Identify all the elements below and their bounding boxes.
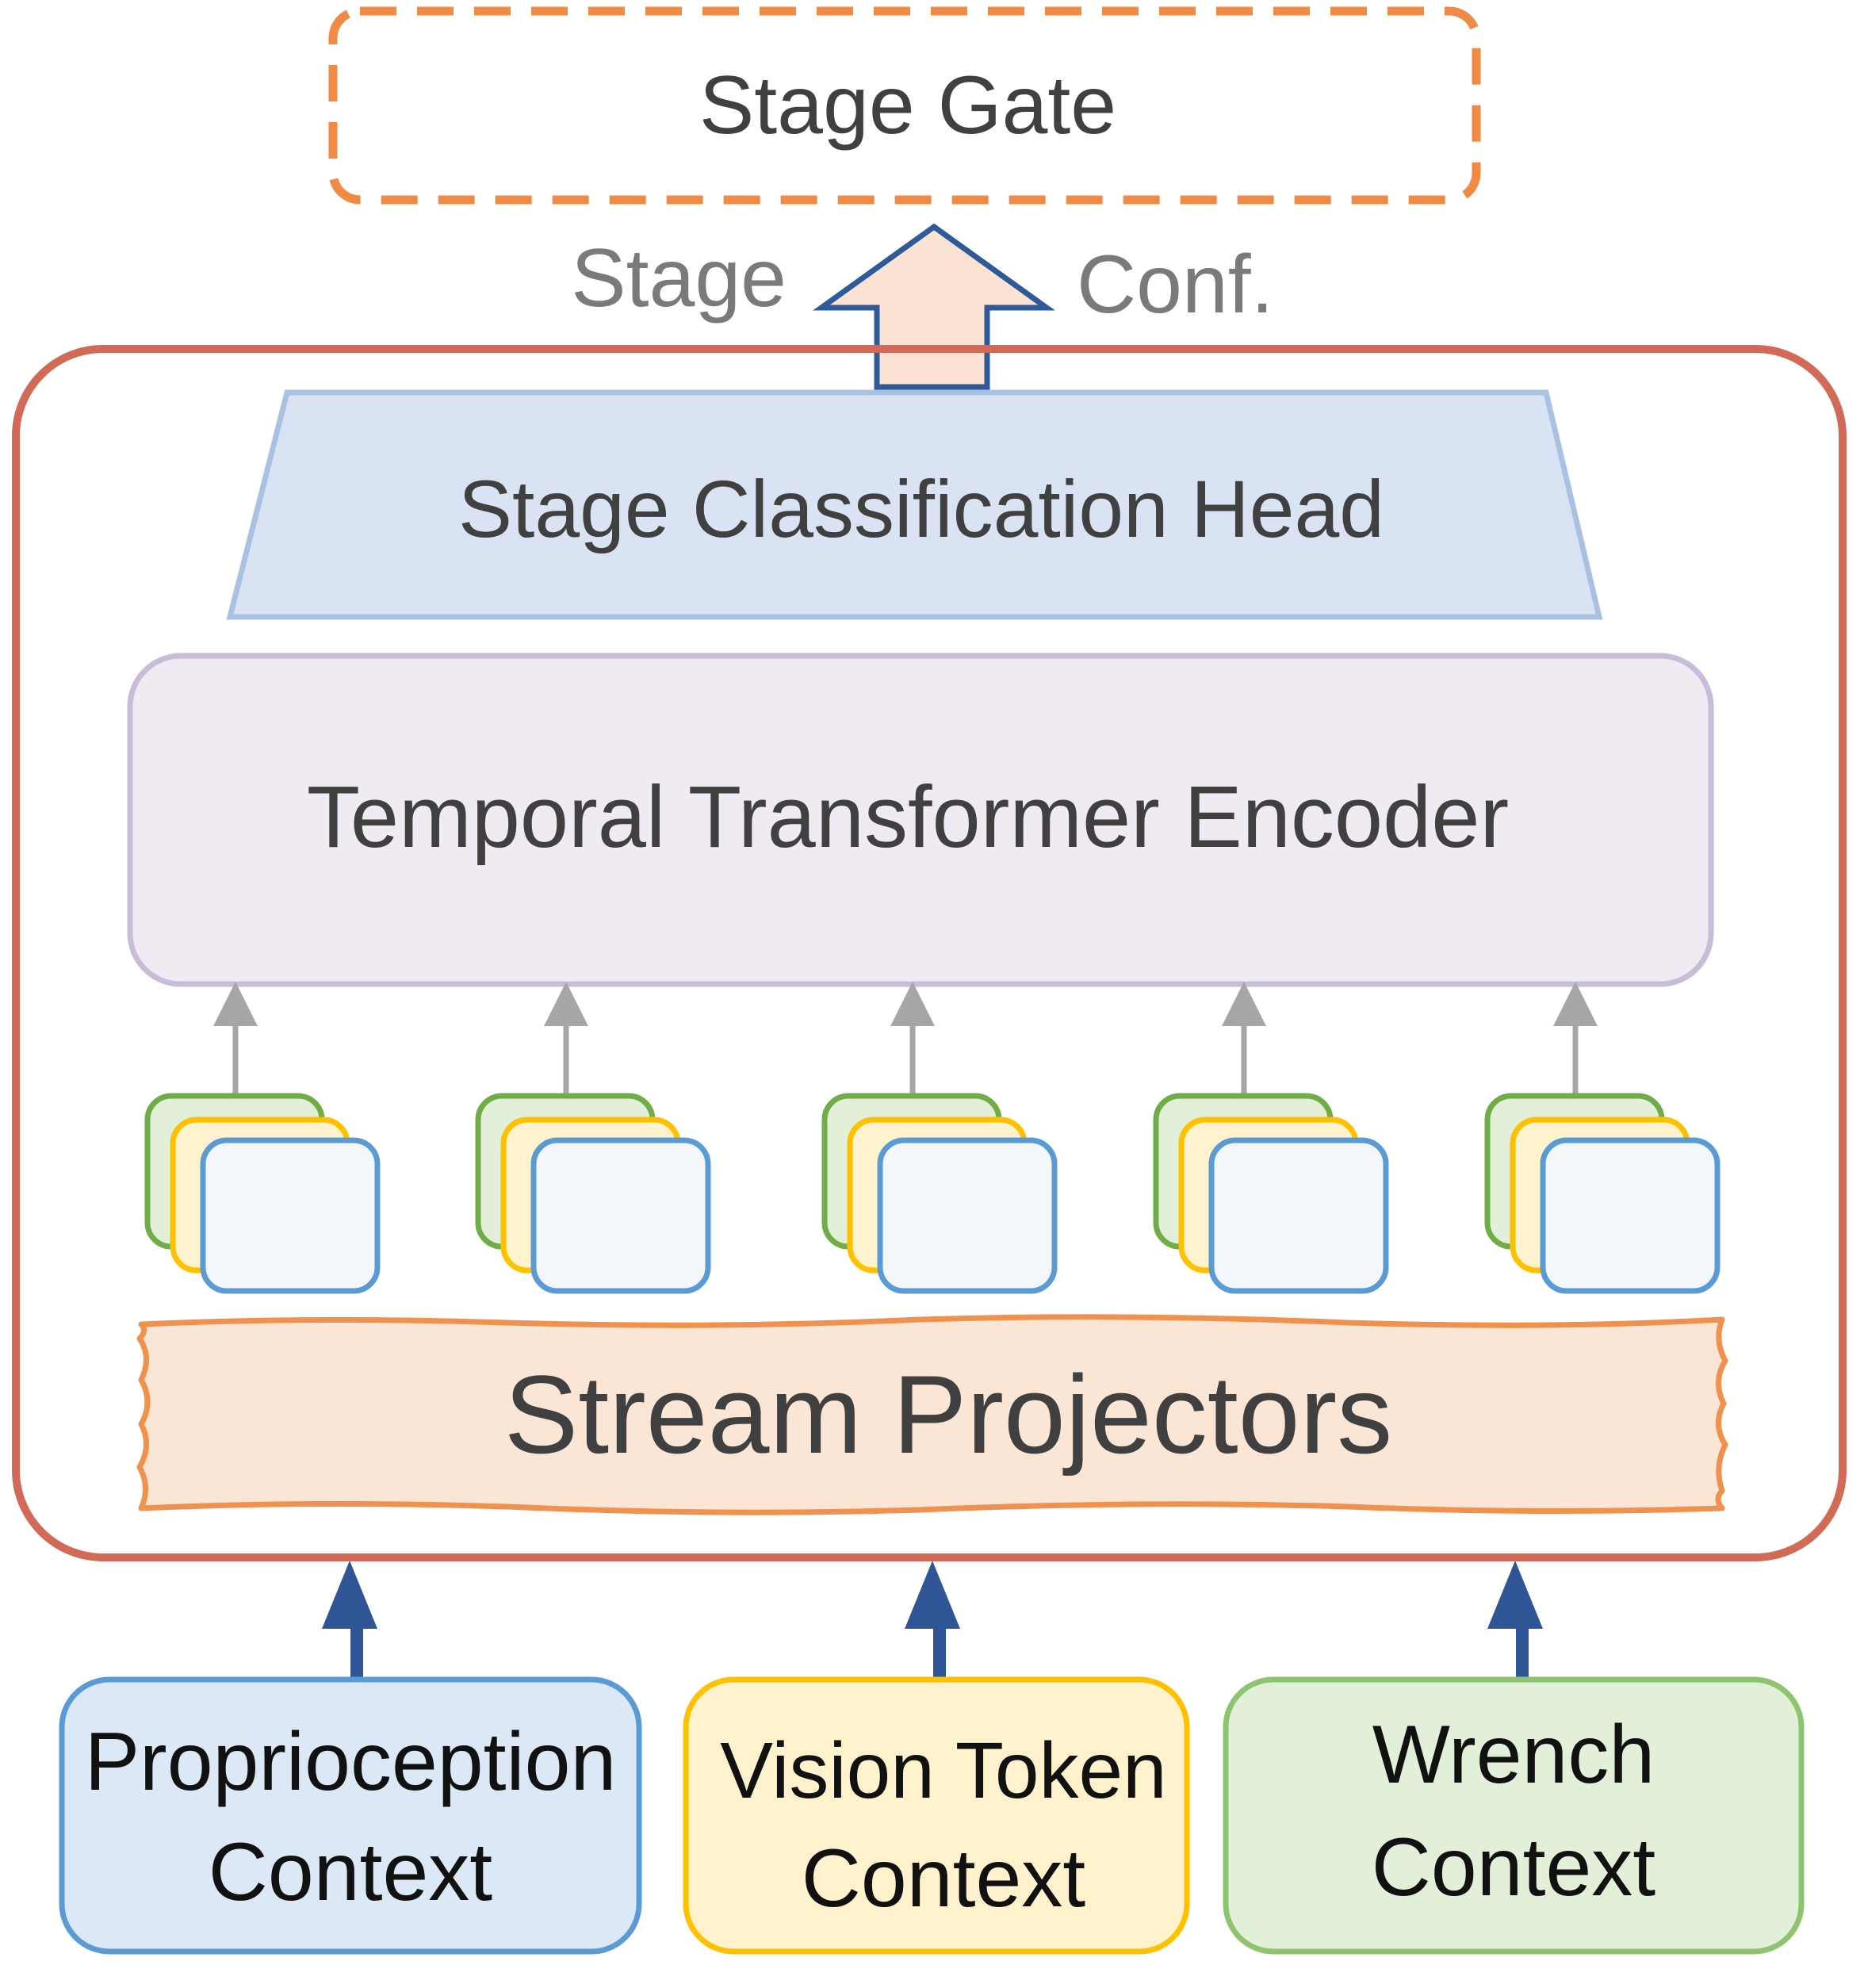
token-stack	[475, 1093, 711, 1294]
classification-head-label: Stage Classification Head	[458, 464, 1384, 554]
token-stack	[821, 1093, 1058, 1294]
token-proprioception	[877, 1137, 1058, 1294]
token-stack	[1484, 1093, 1720, 1294]
output-arrow-group: Stage Conf.	[571, 223, 1274, 390]
vision-box-shape	[683, 1676, 1190, 1955]
up-arrow-icon	[322, 1561, 377, 1678]
token-proprioception	[200, 1137, 381, 1294]
vision-line1: Vision Token	[720, 1726, 1166, 1815]
projectors-shape	[136, 1314, 1728, 1515]
token-flow-arrows	[213, 982, 1598, 1096]
output-stage-label: Stage	[571, 232, 787, 324]
stage-gate-label: Stage Gate	[699, 59, 1116, 151]
proprioception-line2: Context	[209, 1826, 493, 1918]
encoder-label: Temporal Transformer Encoder	[307, 768, 1509, 866]
proprioception-context-box: Proprioception Context	[59, 1676, 642, 1955]
token-proprioception	[1540, 1137, 1720, 1294]
proprioception-box-shape	[59, 1676, 642, 1955]
stage-gate-box: Stage Gate	[328, 6, 1481, 205]
vision-token-context-box: Vision Token Context	[683, 1676, 1190, 1955]
projectors-label: Stream Projectors	[504, 1352, 1392, 1477]
token-proprioception	[530, 1137, 711, 1294]
token-stack	[144, 1093, 381, 1294]
up-arrow-icon	[905, 1561, 960, 1678]
token-stack	[1153, 1093, 1389, 1294]
classification-head-shape	[226, 389, 1603, 620]
wrench-line2: Context	[1372, 1821, 1656, 1913]
temporal-transformer-encoder: Temporal Transformer Encoder	[127, 653, 1714, 987]
token-proprioception	[1208, 1137, 1389, 1294]
block-up-arrow-icon	[813, 223, 1055, 390]
input-arrows	[322, 1561, 1543, 1678]
output-conf-label: Conf.	[1077, 239, 1274, 331]
stage-gate-border	[328, 6, 1481, 205]
stream-projectors: Stream Projectors	[136, 1314, 1728, 1515]
vision-line2: Context	[802, 1833, 1086, 1925]
stage-classification-head: Stage Classification Head	[226, 389, 1603, 620]
stage-classifier-container	[12, 345, 1847, 1561]
wrench-context-box: Wrench Context	[1223, 1676, 1805, 1955]
wrench-line1: Wrench	[1372, 1709, 1655, 1801]
wrench-box-shape	[1223, 1676, 1805, 1955]
up-arrow-icon	[1487, 1561, 1543, 1678]
proprioception-line1: Proprioception	[85, 1716, 617, 1808]
